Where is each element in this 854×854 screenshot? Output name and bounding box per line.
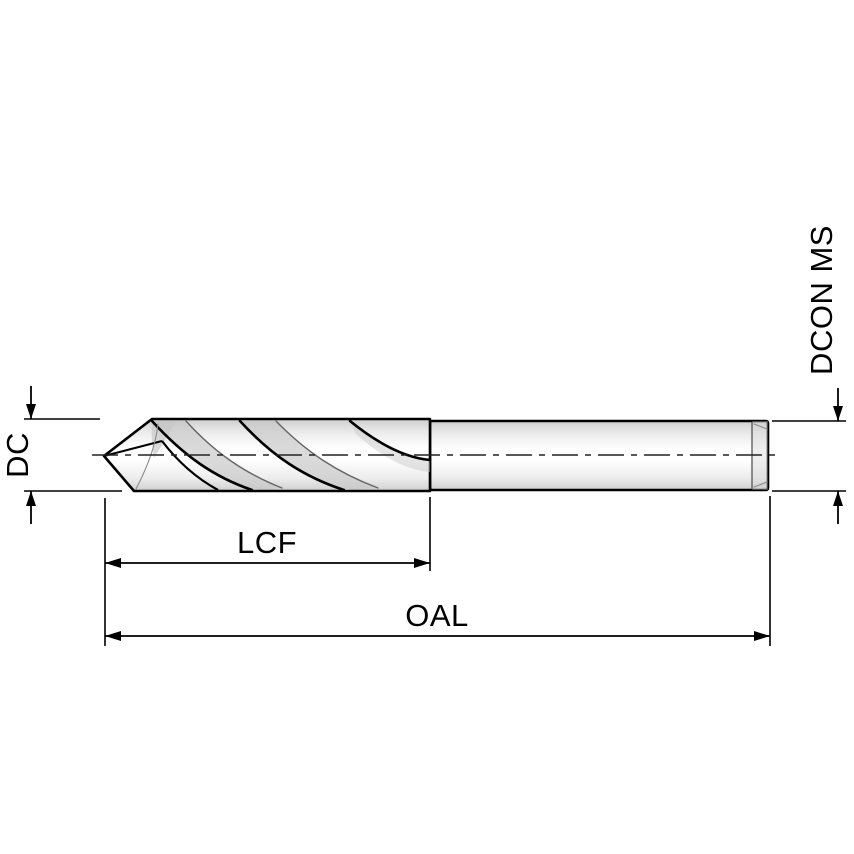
point-lip-edge	[103, 440, 163, 457]
arrowhead-right	[754, 631, 770, 641]
arrowhead-left	[105, 558, 121, 568]
flute-edge	[150, 419, 254, 492]
flute-runout-edge	[348, 419, 432, 462]
dcon-ms-label: DCON MS	[804, 225, 839, 375]
dc-dimension: DC	[0, 386, 122, 524]
drill-bit	[102, 417, 770, 493]
arrowhead-up	[833, 491, 843, 506]
dc-label: DC	[0, 432, 35, 478]
arrowhead-up	[26, 491, 36, 506]
dcon-dimension: DCON MS	[772, 225, 846, 524]
flute-land-line	[275, 420, 379, 489]
arrowhead-left	[105, 631, 121, 641]
lcf-label: LCF	[237, 525, 297, 560]
point-flute-edge	[161, 440, 219, 491]
flute-land-line	[185, 420, 283, 489]
arrowhead-down	[26, 404, 36, 419]
flute-edge	[238, 419, 346, 492]
lcf-dimension: LCF	[104, 497, 431, 646]
oal-label: OAL	[405, 598, 469, 633]
arrowhead-right	[414, 558, 430, 568]
shank-chamfer-top	[753, 423, 768, 430]
shank-chamfer-bottom	[753, 481, 768, 488]
flute-runout-shade	[350, 421, 430, 472]
arrowhead-down	[833, 406, 843, 421]
oal-dimension: OAL	[105, 496, 771, 646]
